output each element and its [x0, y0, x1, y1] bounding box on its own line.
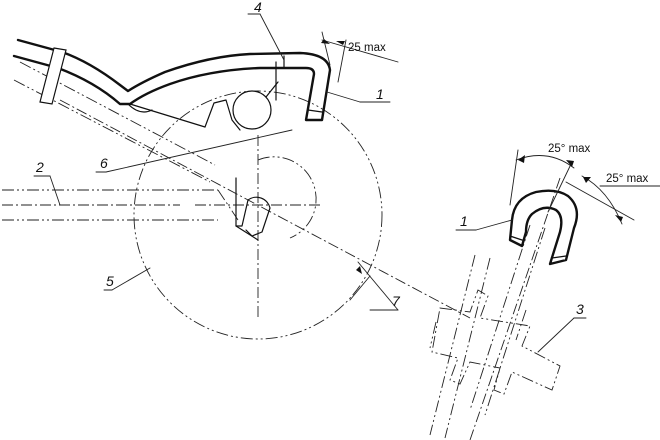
pedal-pad-section	[469, 177, 579, 440]
callout-7: 7	[349, 261, 401, 311]
callout-3: 3	[537, 301, 587, 353]
dimension-label-angle-1: 25° max	[548, 143, 591, 155]
callout-5: 5	[103, 267, 151, 291]
pedal-bracket	[429, 289, 561, 395]
pedal-swing-circle	[133, 90, 383, 340]
label-2: 2	[35, 159, 44, 175]
angle-dimension-upper: 25° max	[509, 143, 591, 213]
label-5: 5	[106, 273, 114, 289]
callout-2: 2	[33, 159, 61, 206]
angle-dimension-right: 25° max	[565, 173, 660, 225]
rod-clamp	[39, 47, 67, 105]
pivot-hub	[235, 177, 271, 241]
dimension-25max: 25 max	[321, 31, 399, 83]
callout-1-upper: 1	[326, 86, 391, 103]
center-lines	[2, 99, 471, 319]
upper-pivot	[204, 81, 279, 131]
label-7: 7	[392, 293, 401, 309]
callout-6: 6	[95, 129, 293, 173]
horizontal-rod	[2, 189, 239, 221]
pivot-arc	[257, 156, 317, 239]
callout-1-right: 1	[455, 213, 513, 231]
dimension-label-25max: 25 max	[348, 42, 386, 54]
pedal-lever	[12, 38, 332, 128]
label-4: 4	[254, 0, 262, 15]
label-1-right: 1	[460, 213, 468, 229]
dimension-label-angle-2: 25° max	[606, 173, 649, 185]
label-6: 6	[100, 155, 108, 171]
label-3: 3	[576, 301, 584, 317]
right-shaft	[429, 224, 546, 439]
callout-4: 4	[247, 0, 285, 61]
label-1-upper: 1	[376, 86, 384, 102]
